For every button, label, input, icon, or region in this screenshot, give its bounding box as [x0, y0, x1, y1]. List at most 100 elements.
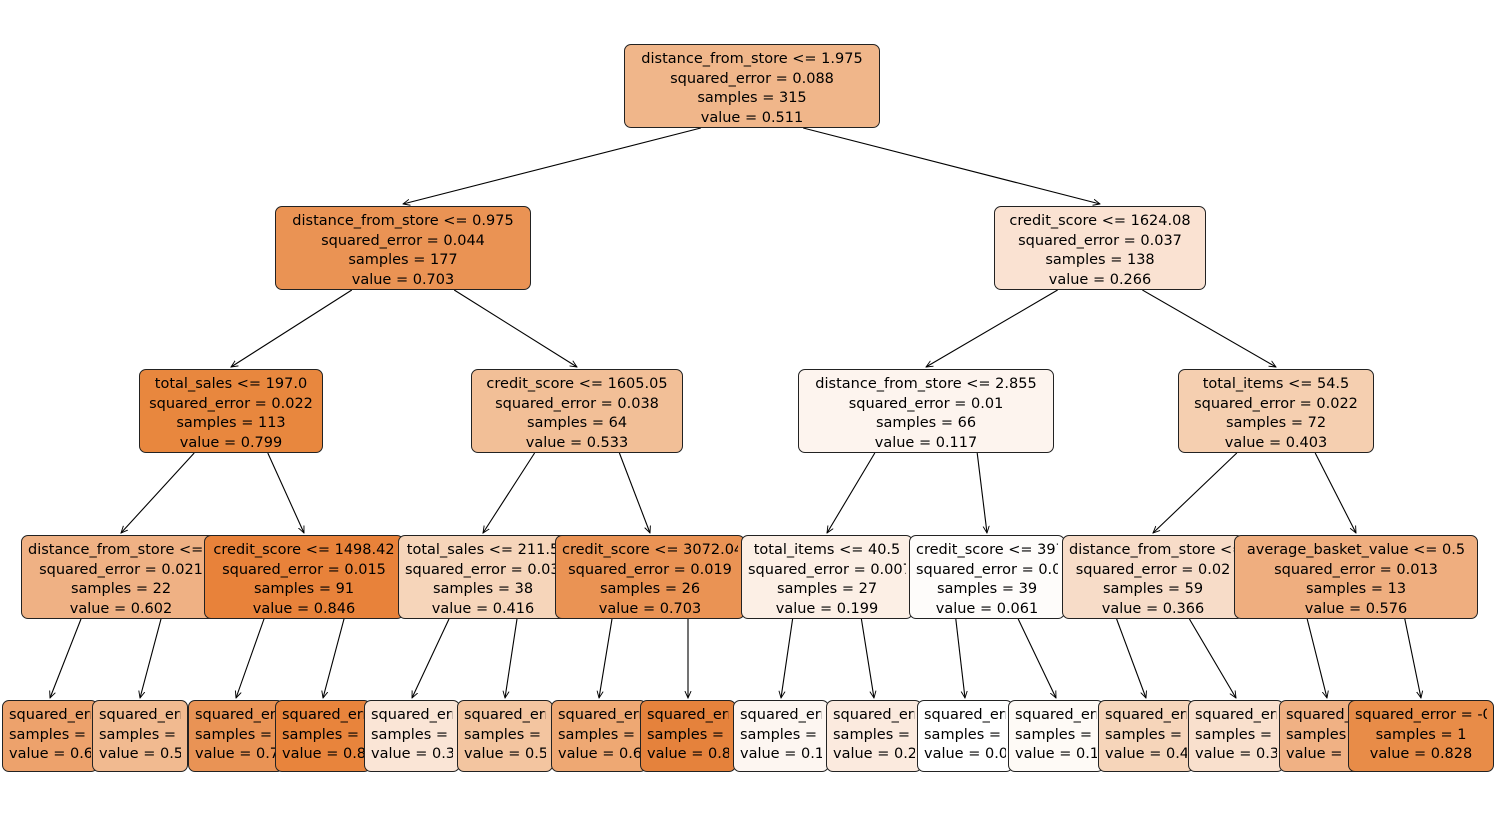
node-line-1: squared_error = 0.013	[1274, 561, 1438, 578]
node-line-1: squared_error = 0.02	[1075, 561, 1231, 578]
node-line-2: samples = 72	[1225, 415, 1327, 432]
node-line-0: distance_from_store <= 1.975	[641, 51, 863, 67]
tree-leaf-node: squared_error = 0.015 samples = 8 value = …	[2, 700, 98, 772]
node-line-3: value = 0.846	[252, 600, 356, 617]
tree-edge	[453, 289, 577, 367]
tree-edge	[411, 618, 450, 698]
node-line-0: squared_error = 0.006	[833, 707, 915, 723]
node-line-2: value = 0.121	[1015, 746, 1097, 763]
node-line-1: squared_error = 0.044	[321, 232, 485, 249]
node-line-2: samples = 315	[697, 90, 807, 107]
node-line-2: value = 0.851	[647, 746, 729, 763]
tree-edge	[1314, 452, 1356, 533]
node-line-3: value = 0.117	[874, 434, 978, 451]
node-line-1: samples = 58	[282, 726, 364, 743]
node-line-2: samples = 113	[176, 415, 286, 432]
node-line-2: value = 0.774	[195, 746, 277, 763]
node-line-1: squared_error = 0.009	[916, 561, 1058, 578]
node-line-1: samples = 8	[647, 726, 729, 743]
tree-decision-node: distance_from_store <= 0.425squared_erro…	[21, 535, 221, 619]
node-line-1: squared_error = 0.021	[39, 561, 203, 578]
node-line-0: credit_score <= 3975.05	[916, 542, 1058, 558]
node-line-3: value = 0.576	[1304, 600, 1408, 617]
node-line-1: squared_error = 0.019	[568, 561, 732, 578]
tree-edge	[618, 452, 650, 533]
node-line-0: total_items <= 54.5	[1202, 376, 1350, 392]
node-line-3: value = 0.366	[1101, 600, 1205, 617]
tree-decision-node: distance_from_store <= 2.455 squared_erro…	[1062, 535, 1244, 619]
tree-edge	[1116, 618, 1146, 698]
node-line-2: value = 0.144	[740, 746, 822, 763]
tree-edge	[926, 289, 1058, 367]
node-line-0: squared_error = 0.007	[647, 707, 729, 723]
node-line-0: squared_error = 0.011	[1015, 707, 1097, 723]
tree-edge	[505, 618, 518, 698]
node-line-1: squared_error = 0.022	[149, 395, 313, 412]
node-line-2: value = 0.539	[464, 746, 546, 763]
node-line-1: samples = 33	[195, 726, 277, 743]
tree-edge	[1188, 618, 1236, 698]
node-line-3: value = 0.061	[935, 600, 1039, 617]
node-line-3: value = 0.403	[1224, 434, 1328, 451]
node-line-1: samples = 44	[1105, 726, 1187, 743]
node-line-2: samples = 26	[599, 581, 701, 598]
tree-edge	[50, 618, 82, 698]
tree-edge	[267, 452, 305, 533]
tree-edge	[1404, 618, 1421, 698]
node-line-2: value = 0.316	[371, 746, 453, 763]
tree-edge	[483, 452, 536, 533]
tree-leaf-node: squared_error = 0.016samples = 18value =…	[551, 700, 647, 772]
tree-edge	[231, 289, 353, 367]
tree-edge	[1153, 452, 1238, 533]
node-line-2: samples = 66	[875, 415, 977, 432]
node-line-3: value = 0.703	[351, 271, 455, 288]
node-line-0: distance_from_store <= 2.455	[1069, 542, 1237, 558]
tree-decision-node: distance_from_store <= 1.975 squared_erro…	[624, 44, 880, 128]
node-line-0: total_sales <= 211.5	[406, 542, 560, 558]
node-line-2: samples = 138	[1045, 252, 1155, 269]
node-line-1: squared_error = 0.007	[748, 561, 906, 578]
node-line-1: squared_error = 0.088	[670, 70, 834, 87]
node-line-1: samples = 8	[9, 726, 91, 743]
node-line-0: squared_error = 0.005	[740, 707, 822, 723]
tree-decision-node: credit_score <= 3975.05 squared_error = 0…	[909, 535, 1065, 619]
node-line-1: squared_error = 0.037	[1018, 232, 1182, 249]
tree-edge	[140, 618, 162, 698]
node-line-3: value = 0.799	[179, 434, 283, 451]
node-line-2: samples = 91	[253, 581, 355, 598]
node-line-1: samples = 11	[833, 726, 915, 743]
node-line-0: squared_error = 0.015	[9, 707, 91, 723]
node-line-2: samples = 22	[70, 581, 172, 598]
tree-leaf-node: squared_error = 0.005samples = 16value =…	[733, 700, 829, 772]
node-line-0: credit_score <= 1498.42	[213, 542, 395, 558]
node-line-3: value = 0.416	[431, 600, 535, 617]
node-line-3: value = 0.199	[775, 600, 879, 617]
node-line-0: squared_error = 0.019	[1105, 707, 1187, 723]
node-line-0: squared_error = 0.012	[282, 707, 364, 723]
node-line-2: samples = 59	[1102, 581, 1204, 598]
node-line-1: samples = 17	[1015, 726, 1097, 743]
node-line-1: samples = 1	[1375, 726, 1467, 743]
tree-edge	[955, 618, 965, 698]
node-line-2: value = 0.675	[9, 746, 91, 763]
node-line-0: squared_error = 0.012	[1195, 707, 1277, 723]
node-line-1: squared_error = 0.01	[848, 395, 1004, 412]
tree-edge	[1017, 618, 1057, 698]
node-line-3: value = 0.266	[1048, 271, 1152, 288]
node-line-1: samples = 18	[558, 726, 640, 743]
tree-leaf-node: squared_error = 0.012samples = 58value =…	[275, 700, 371, 772]
tree-edge	[803, 127, 1100, 204]
node-line-0: squared_error = 0.004	[924, 707, 1006, 723]
